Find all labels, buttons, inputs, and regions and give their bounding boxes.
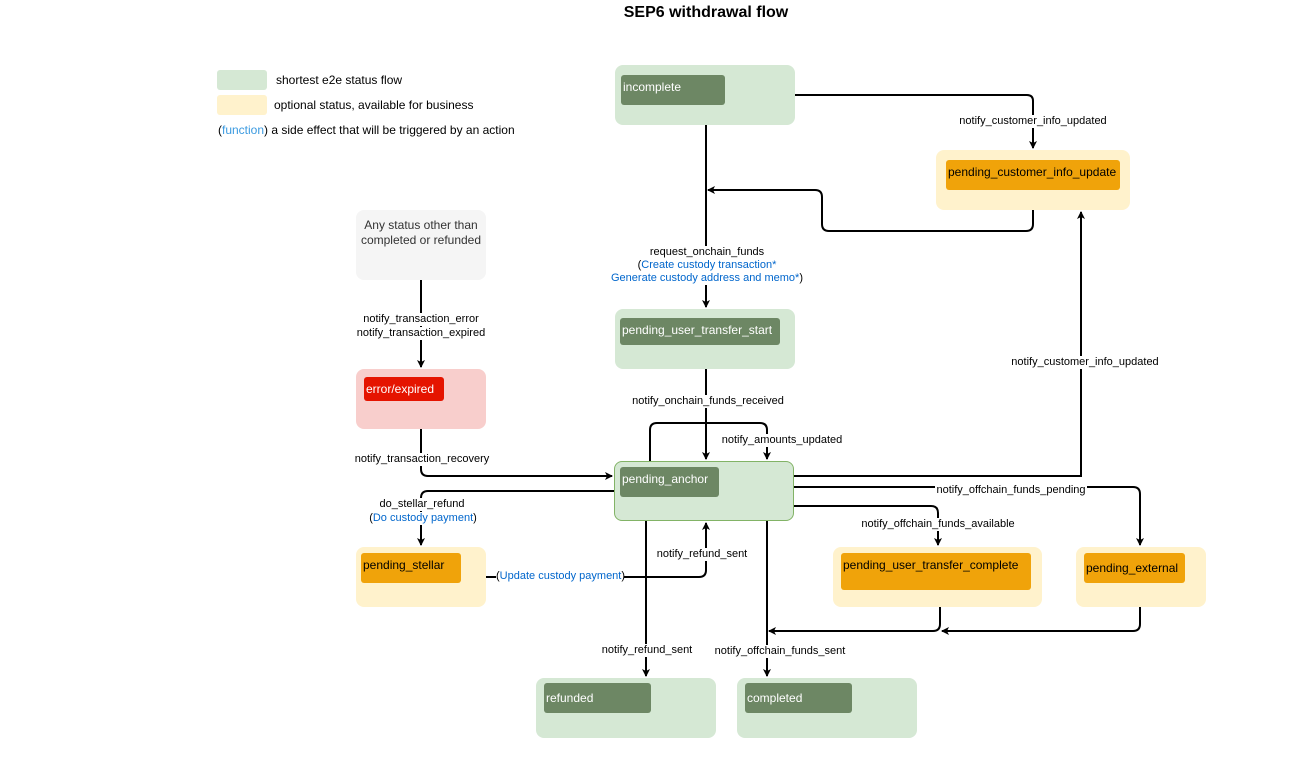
pending-user-transfer-start-state: pending_user_transfer_start (615, 309, 795, 369)
edge-customer-info-return (707, 186, 1034, 232)
label-notify-refund-sent-mid: notify_refund_sent (655, 548, 749, 561)
pending-stellar-state: pending_stellar (356, 547, 486, 607)
label-notify-onchain-funds-received: notify_onchain_funds_received (630, 395, 786, 408)
edge-anchor-to-stellar (417, 490, 614, 546)
edge-stellar-to-anchor (486, 522, 710, 578)
pending-user-transfer-complete-state: pending_user_transfer_complete (833, 547, 1042, 607)
legend-yellow-text: optional status, available for business (274, 98, 474, 112)
label-notify-offchain-funds-pending: notify_offchain_funds_pending (935, 484, 1087, 497)
pending-anchor-label: pending_anchor (620, 467, 719, 497)
pending-user-transfer-complete-label: pending_user_transfer_complete (841, 553, 1031, 590)
pending-anchor-state: pending_anchor (614, 461, 794, 521)
error-expired-label: error/expired (364, 377, 444, 401)
edge-anchor-to-user-transfer-complete (794, 505, 942, 546)
label-notify-amounts-updated: notify_amounts_updated (720, 434, 844, 447)
label-do-stellar-refund: do_stellar_refund (376, 498, 468, 511)
legend-green-text: shortest e2e status flow (276, 73, 403, 87)
completed-label: completed (745, 683, 852, 713)
legend-function-text: (function) a side effect that will be tr… (218, 123, 515, 137)
pending-external-label: pending_external (1084, 553, 1185, 583)
label-notify-refund-sent-bottom: notify_refund_sent (600, 644, 694, 657)
label-notify-transaction-error: notify_transaction_error (356, 313, 486, 326)
label-request-onchain-funds: request_onchain_funds (610, 246, 804, 259)
legend-green-swatch (217, 70, 267, 90)
edge-user-transfer-complete-to-completed (768, 607, 941, 635)
edge-amounts-updated-loop (649, 422, 771, 461)
pending-external-state: pending_external (1076, 547, 1206, 607)
label-generate-custody: Generate custody address and memo*) (610, 272, 804, 285)
pending-user-transfer-start-label: pending_user_transfer_start (620, 318, 780, 345)
completed-state: completed (737, 678, 917, 738)
label-notify-offchain-funds-available: notify_offchain_funds_available (860, 518, 1016, 531)
refunded-label: refunded (544, 683, 651, 713)
edge-anchor-to-customer-info (794, 211, 1085, 477)
edge-incomplete-to-customer-info (795, 94, 1037, 149)
label-notify-transaction-recovery: notify_transaction_recovery (352, 453, 492, 466)
label-notify-transaction-expired: notify_transaction_expired (356, 327, 486, 340)
edge-anchor-to-external (794, 486, 1144, 546)
edge-error-to-anchor (420, 429, 613, 480)
label-do-custody-payment: (Do custody payment) (366, 512, 480, 525)
pending-stellar-label: pending_stellar (361, 553, 461, 583)
label-notify-customer-info-updated-right: notify_customer_info_updated (1010, 356, 1160, 369)
label-create-custody: (Create custody transaction* (610, 259, 804, 272)
any-status-note: Any status other than completed or refun… (356, 210, 486, 280)
incomplete-label: incomplete (621, 75, 725, 105)
error-expired-state: error/expired (356, 369, 486, 429)
incomplete-state: incomplete (615, 65, 795, 125)
label-notify-customer-info-updated-top: notify_customer_info_updated (958, 115, 1108, 128)
label-notify-offchain-funds-sent: notify_offchain_funds_sent (713, 645, 847, 658)
legend-yellow-swatch (217, 95, 267, 115)
any-status-line2: completed or refunded (360, 233, 482, 247)
pending-customer-info-update-label: pending_customer_info_update (946, 160, 1120, 190)
refunded-state: refunded (536, 678, 716, 738)
edge-external-to-completed-line (941, 607, 1141, 635)
any-status-line1: Any status other than (364, 218, 478, 232)
diagram-title: SEP6 withdrawal flow (623, 4, 789, 21)
pending-customer-info-update-state: pending_customer_info_update (936, 150, 1130, 210)
label-update-custody-payment: (Update custody payment) (496, 570, 626, 583)
